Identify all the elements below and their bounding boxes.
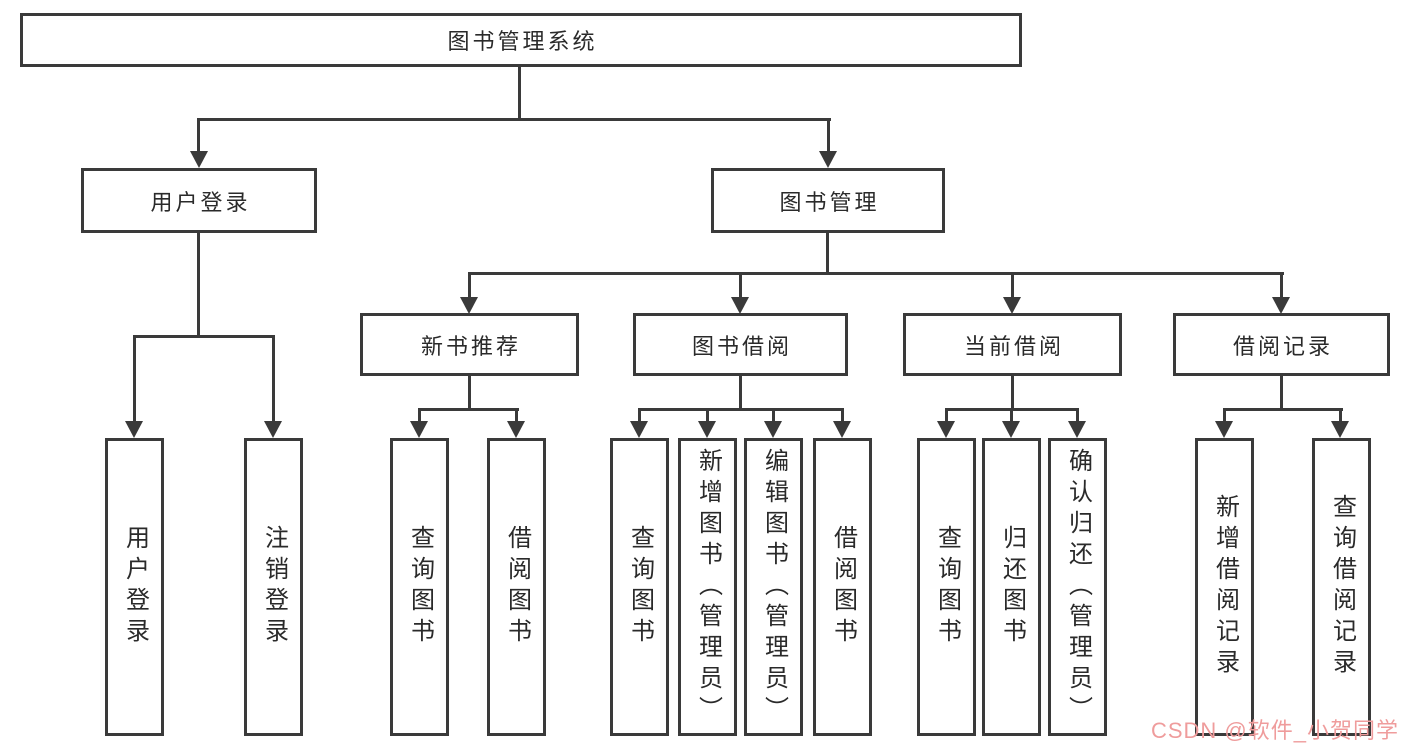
leaf-label: 用户登录 — [121, 525, 149, 649]
arrowhead-down-icon — [1272, 297, 1290, 314]
connector-drop — [1223, 408, 1226, 422]
connector-drop — [1010, 408, 1013, 422]
leaf-label: 查询图书 — [406, 525, 434, 649]
leaf-label: 借阅图书 — [503, 525, 531, 649]
node-borrow-records: 借阅记录 — [1173, 313, 1390, 376]
connector-drop — [1339, 408, 1342, 422]
connector-drop — [772, 408, 775, 422]
node-current-borrow: 当前借阅 — [903, 313, 1122, 376]
leaf-label: 注销登录 — [260, 525, 288, 649]
connector-drop — [739, 272, 742, 299]
arrowhead-down-icon — [833, 421, 851, 438]
watermark: CSDN @软件_小贺同学 — [1150, 718, 1399, 743]
connector-stem-new-book — [468, 376, 471, 408]
leaf-add-borrow-record: 新增借阅记录 — [1195, 438, 1254, 736]
connector-drop — [841, 408, 844, 422]
connector-drop — [1011, 272, 1014, 299]
connector-rail-user-login — [133, 335, 275, 338]
leaf-edit-books-admin: 编辑图书（管理员） — [744, 438, 803, 736]
connector-rail-records — [1223, 408, 1343, 411]
connector-drop — [133, 335, 136, 423]
leaf-label: 查询借阅记录 — [1328, 494, 1356, 680]
leaf-add-books-admin: 新增图书（管理员） — [678, 438, 737, 736]
leaf-user-login: 用户登录 — [105, 438, 164, 736]
connector-rail-root — [197, 118, 831, 121]
connector-drop — [945, 408, 948, 422]
connector-stem-records — [1280, 376, 1283, 408]
node-book-management: 图书管理 — [711, 168, 945, 233]
arrowhead-down-icon — [731, 297, 749, 314]
node-book-borrow: 图书借阅 — [633, 313, 848, 376]
connector-stem-root — [518, 67, 521, 118]
connector-rail-borrow — [638, 408, 844, 411]
arrowhead-down-icon — [698, 421, 716, 438]
leaf-borrow-books-recommend: 借阅图书 — [487, 438, 546, 736]
arrowhead-down-icon — [819, 151, 837, 168]
connector-drop — [706, 408, 709, 422]
connector-drop — [1076, 408, 1079, 422]
arrowhead-down-icon — [1068, 421, 1086, 438]
node-new-book-recommend: 新书推荐 — [360, 313, 579, 376]
connector-drop — [638, 408, 641, 422]
arrowhead-down-icon — [764, 421, 782, 438]
arrowhead-down-icon — [125, 421, 143, 438]
arrowhead-down-icon — [630, 421, 648, 438]
leaf-borrow-books: 借阅图书 — [813, 438, 872, 736]
leaf-label: 查询图书 — [626, 525, 654, 649]
arrowhead-down-icon — [1003, 297, 1021, 314]
leaf-label: 查询图书 — [933, 525, 961, 649]
connector-drop — [1280, 272, 1283, 299]
connector-stem-book-mgmt — [826, 233, 829, 272]
leaf-label: 确认归还（管理员） — [1064, 447, 1092, 727]
leaf-label: 新增借阅记录 — [1211, 494, 1239, 680]
arrowhead-down-icon — [1002, 421, 1020, 438]
connector-drop — [272, 335, 275, 423]
arrowhead-down-icon — [190, 151, 208, 168]
connector-stem-current — [1011, 376, 1014, 408]
arrowhead-down-icon — [1331, 421, 1349, 438]
connector-drop — [827, 118, 830, 154]
leaf-confirm-return-admin: 确认归还（管理员） — [1048, 438, 1107, 736]
leaf-query-borrow-record: 查询借阅记录 — [1312, 438, 1371, 736]
connector-rail-book-mgmt — [468, 272, 1284, 275]
leaf-query-books-current: 查询图书 — [917, 438, 976, 736]
leaf-logout: 注销登录 — [244, 438, 303, 736]
leaf-label: 编辑图书（管理员） — [760, 447, 788, 727]
connector-drop — [515, 408, 518, 422]
node-library-system: 图书管理系统 — [20, 13, 1022, 67]
leaf-label: 新增图书（管理员） — [694, 447, 722, 727]
node-user-login: 用户登录 — [81, 168, 317, 233]
arrowhead-down-icon — [460, 297, 478, 314]
connector-rail-new-book — [418, 408, 519, 411]
leaf-label: 归还图书 — [998, 525, 1026, 649]
connector-stem-user-login — [197, 233, 200, 335]
arrowhead-down-icon — [264, 421, 282, 438]
arrowhead-down-icon — [1215, 421, 1233, 438]
connector-drop — [418, 408, 421, 422]
arrowhead-down-icon — [410, 421, 428, 438]
arrowhead-down-icon — [507, 421, 525, 438]
connector-drop — [197, 118, 200, 154]
connector-stem-borrow — [739, 376, 742, 408]
leaf-query-books-recommend: 查询图书 — [390, 438, 449, 736]
connector-drop — [468, 272, 471, 299]
leaf-query-books-borrow: 查询图书 — [610, 438, 669, 736]
leaf-label: 借阅图书 — [829, 525, 857, 649]
leaf-return-books: 归还图书 — [982, 438, 1041, 736]
arrowhead-down-icon — [937, 421, 955, 438]
